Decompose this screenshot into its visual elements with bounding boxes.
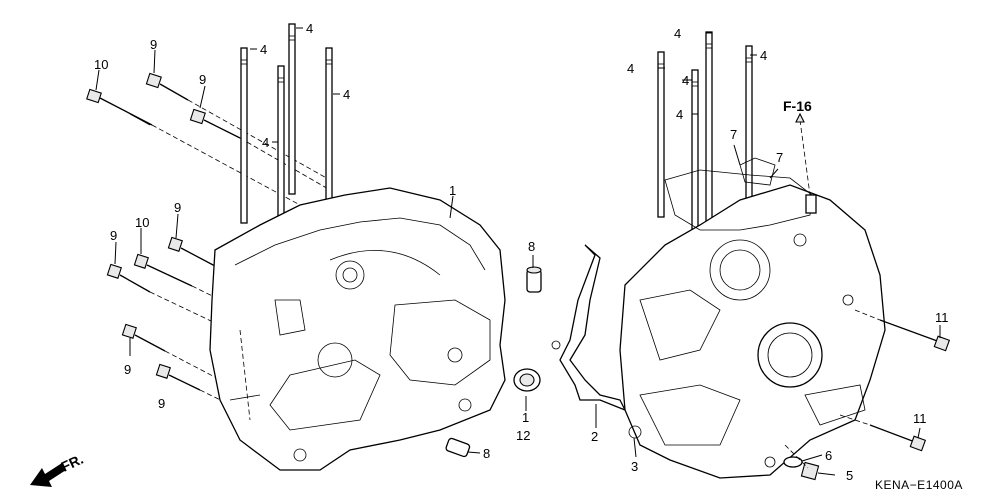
bolt-9-lower-a bbox=[121, 323, 231, 386]
callout-10-top: 10 bbox=[94, 57, 108, 72]
left-crankcase-half bbox=[209, 187, 506, 471]
callout-6: 6 bbox=[825, 448, 832, 463]
callout-10-mid: 10 bbox=[135, 215, 149, 230]
direction-label: FR. bbox=[59, 451, 86, 475]
callout-2: 2 bbox=[591, 429, 598, 444]
bolt-11-lower bbox=[839, 414, 927, 452]
callout-11-upper: 11 bbox=[935, 310, 949, 325]
callout-4-r3: 4 bbox=[676, 107, 683, 122]
reference-label: F-16 bbox=[783, 98, 812, 114]
callout-3: 3 bbox=[631, 459, 638, 474]
drawing-code: KENA−E1400A bbox=[875, 478, 963, 492]
callout-8-lower: 8 bbox=[483, 446, 490, 461]
callout-9-lower-b: 9 bbox=[158, 396, 165, 411]
callout-9-top-b: 9 bbox=[199, 72, 206, 87]
callout-4-l1: 4 bbox=[260, 42, 267, 57]
callout-4-r1: 4 bbox=[627, 61, 634, 76]
callout-9-top-a: 9 bbox=[150, 37, 157, 52]
callout-5: 5 bbox=[846, 468, 853, 483]
bearing-12 bbox=[513, 368, 541, 392]
leader-lines bbox=[95, 27, 941, 476]
callout-4-r4: 4 bbox=[760, 48, 767, 63]
callout-4-l4: 4 bbox=[343, 87, 350, 102]
callout-4-l2: 4 bbox=[306, 21, 313, 36]
front-direction-arrow: FR. bbox=[30, 451, 86, 487]
callout-9-lower-a: 9 bbox=[124, 362, 131, 377]
gasket-2 bbox=[551, 244, 627, 412]
dowel-pin-8-lower bbox=[445, 437, 471, 458]
callout-11-lower: 11 bbox=[913, 411, 927, 426]
callout-4-l3: 4 bbox=[262, 135, 269, 150]
bolt-10-upper bbox=[86, 88, 301, 206]
bolt-9-upper-b bbox=[189, 108, 331, 191]
callout-9-left: 9 bbox=[110, 228, 117, 243]
dowel-pin-8-upper bbox=[526, 266, 542, 293]
drain-bolt-5 bbox=[784, 444, 820, 481]
callout-labels: 10 9 9 4 4 4 4 1 9 10 9 9 9 8 1 12 8 2 3… bbox=[94, 21, 949, 483]
callout-7-b: 7 bbox=[776, 150, 783, 165]
callout-1-center: 1 bbox=[522, 410, 529, 425]
callout-9-mid: 9 bbox=[174, 200, 181, 215]
washer-6 bbox=[783, 456, 803, 468]
right-crankcase-half bbox=[619, 112, 886, 479]
callout-12: 12 bbox=[516, 428, 530, 443]
callout-7-a: 7 bbox=[730, 127, 737, 142]
bolt-11-upper bbox=[854, 309, 951, 352]
callout-4-r2: 4 bbox=[674, 26, 681, 41]
callout-1-left: 1 bbox=[449, 183, 456, 198]
bolt-9-upper-a bbox=[145, 72, 331, 181]
callout-8-upper: 8 bbox=[528, 239, 535, 254]
